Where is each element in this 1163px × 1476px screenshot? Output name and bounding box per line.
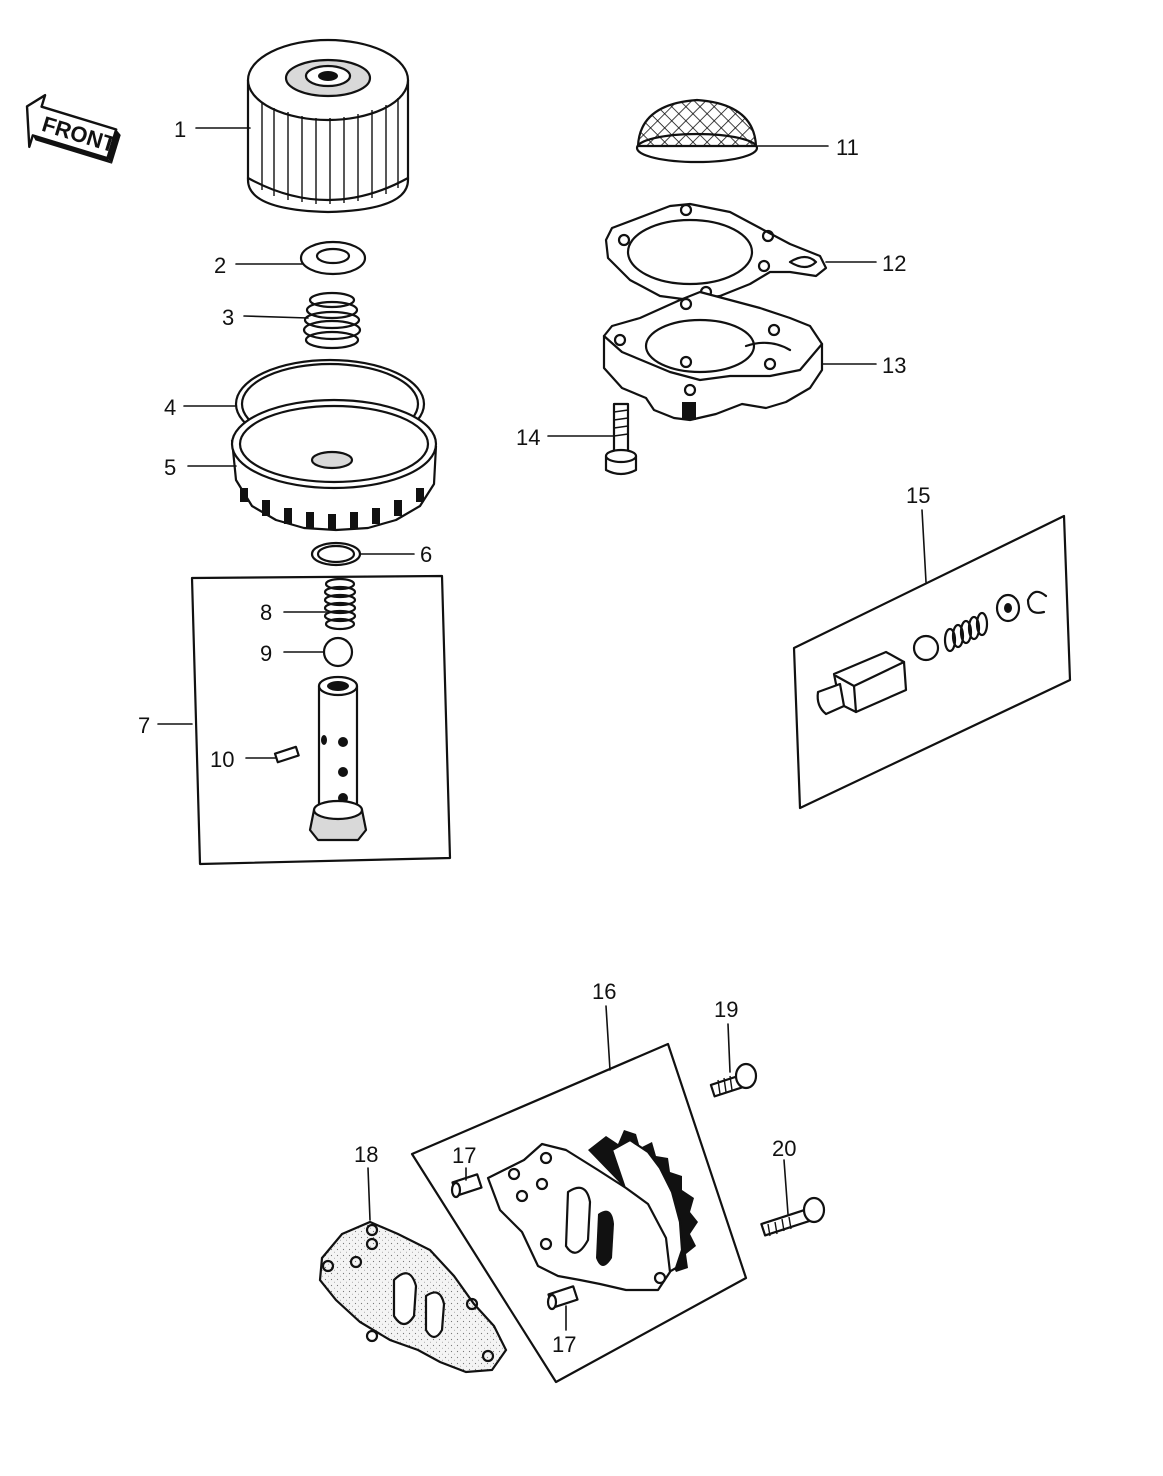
front-arrow-icon: FRONT (25, 93, 121, 164)
callout-18: 18 (354, 1142, 378, 1167)
callout-1: 1 (174, 117, 186, 142)
callout-2: 2 (214, 253, 226, 278)
pump-cover-gasket (604, 202, 828, 302)
callout-10: 10 (210, 747, 234, 772)
pump-screw-lower (760, 1196, 826, 1237)
callout-20: 20 (772, 1136, 796, 1161)
check-ball (322, 636, 354, 668)
callout-9: 9 (260, 641, 272, 666)
washer (299, 240, 367, 276)
callout-15: 15 (906, 483, 930, 508)
callout-6: 6 (420, 542, 432, 567)
oil-screen (635, 98, 759, 164)
pump-cover (602, 290, 824, 422)
callout-12: 12 (882, 251, 906, 276)
callout-3: 3 (222, 305, 234, 330)
bypass-valve-body (308, 675, 368, 842)
relief-valve-parts (816, 590, 1048, 716)
cover-screw (604, 402, 638, 476)
pump-screw-upper (709, 1062, 758, 1098)
valve-spring (323, 577, 357, 631)
oil-filter (246, 38, 410, 214)
callout-19: 19 (714, 997, 738, 1022)
leader-lines (157, 127, 927, 1331)
callout-8: 8 (260, 600, 272, 625)
callout-4: 4 (164, 395, 176, 420)
callout-7: 7 (138, 713, 150, 738)
callout-14: 14 (516, 425, 540, 450)
dowel-pin-lower (546, 1285, 579, 1311)
callout-5: 5 (164, 455, 176, 480)
spring (302, 291, 362, 350)
small-o-ring (310, 541, 362, 567)
pump-gasket (318, 1220, 508, 1374)
callout-16: 16 (592, 979, 616, 1004)
callout-17-lower: 17 (552, 1332, 576, 1357)
callout-11: 11 (836, 135, 859, 160)
callout-17-upper: 17 (452, 1143, 476, 1168)
relief-valve-group-frame (792, 514, 1072, 810)
bypass-valve-group-frame (190, 574, 452, 866)
filter-cover (230, 398, 438, 532)
dowel-pin-upper (450, 1173, 483, 1199)
oil-pump (486, 1130, 698, 1292)
pin (273, 745, 300, 764)
callout-13: 13 (882, 353, 906, 378)
oil-pump-group-frame (410, 1042, 748, 1384)
